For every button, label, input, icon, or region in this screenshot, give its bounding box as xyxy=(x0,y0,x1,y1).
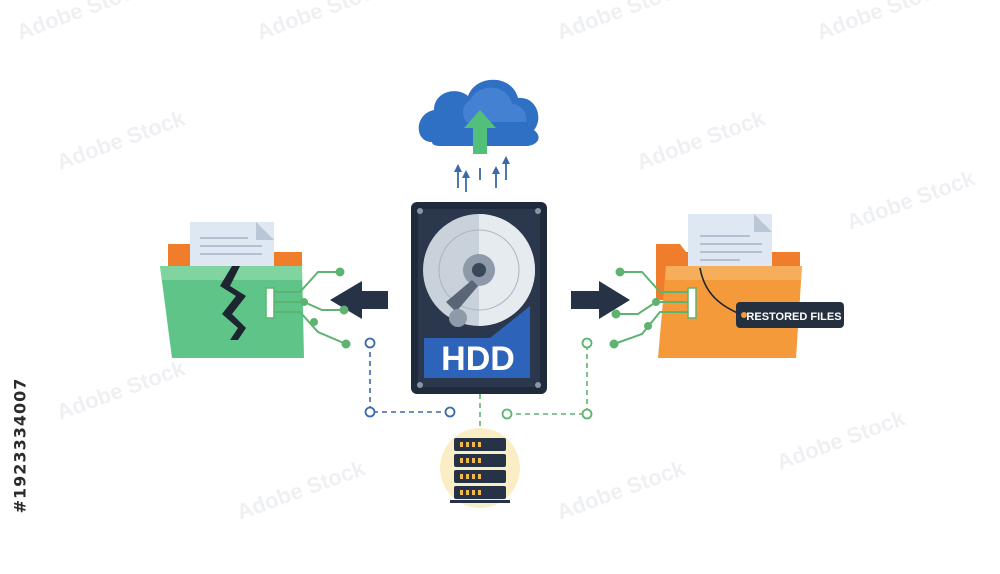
hdd-platter-shine xyxy=(479,214,535,326)
arrow-right-icon xyxy=(571,281,630,319)
watermark-text: Adobe Stock xyxy=(553,0,689,45)
hdd-platter-ring xyxy=(438,229,520,311)
hdd-label: HDD xyxy=(441,340,515,378)
connector-node xyxy=(444,406,456,418)
hdd-actuator-arm xyxy=(446,280,478,312)
right-circuit xyxy=(609,267,692,349)
watermark-text: Adobe Stock xyxy=(843,165,979,235)
server-leds xyxy=(460,442,481,495)
upload-stream-arrows xyxy=(454,156,510,192)
upload-arrow-icon xyxy=(464,110,496,154)
left-circuit xyxy=(268,267,351,349)
stock-id-label: #1923334007 xyxy=(4,330,36,560)
tag-string xyxy=(699,267,741,315)
document-fold xyxy=(256,222,274,240)
folder-front-shade xyxy=(665,266,802,280)
watermark-text: Adobe Stock xyxy=(253,0,389,45)
right-connector-plug xyxy=(687,287,697,319)
watermark-text: Adobe Stock xyxy=(553,455,689,525)
connector-node xyxy=(581,408,593,420)
connector-node xyxy=(364,337,376,349)
tag-hole xyxy=(741,312,747,318)
broken-folder-icon xyxy=(160,222,351,358)
hdd-spindle-cap xyxy=(472,263,486,277)
connector-node xyxy=(501,408,513,420)
watermark-text: Adobe Stock xyxy=(53,105,189,175)
connector-green-right xyxy=(507,343,588,415)
document-lines xyxy=(700,235,762,261)
connector-node xyxy=(581,337,593,349)
watermark-text: Adobe Stock xyxy=(13,0,149,45)
document-lines xyxy=(200,237,262,255)
server-base xyxy=(450,500,510,503)
arrow-left-icon xyxy=(330,281,388,319)
watermark-text: Adobe Stock xyxy=(773,405,909,475)
connector-blue-left xyxy=(369,343,450,413)
stock-id-text: #1923334007 xyxy=(10,377,30,513)
crack-icon xyxy=(220,266,246,340)
watermark-text: Adobe Stock xyxy=(633,105,769,175)
cloud-upload-icon xyxy=(418,79,539,192)
tag-body xyxy=(736,302,844,328)
hdd-screws xyxy=(417,208,541,388)
server-rack-icon xyxy=(440,428,520,508)
watermark-text: Adobe Stock xyxy=(813,0,949,45)
watermark-text: Adobe Stock xyxy=(233,455,369,525)
watermark-text: Adobe Stock xyxy=(53,355,189,425)
connector-node xyxy=(364,406,376,418)
restored-files-tag: RESTORED FILES xyxy=(699,267,844,328)
hdd-actuator-pivot xyxy=(449,309,467,327)
tag-label: RESTORED FILES xyxy=(746,311,841,323)
hard-drive-icon: HDD xyxy=(411,202,547,394)
connector-lines xyxy=(364,337,593,435)
hdd-label-panel xyxy=(424,306,530,378)
document-fold xyxy=(754,214,772,232)
left-connector-plug xyxy=(265,287,275,319)
